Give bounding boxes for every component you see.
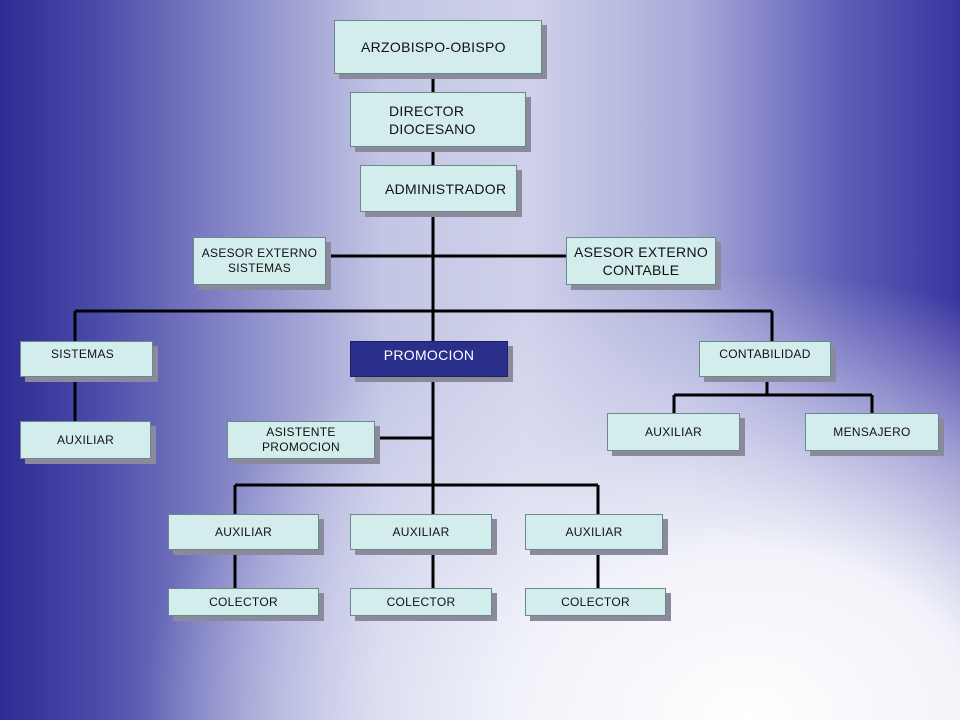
node-mensajero: MENSAJERO — [805, 413, 939, 451]
node-promocion: PROMOCION — [350, 341, 508, 377]
node-label: COLECTOR — [386, 594, 456, 609]
node-label: AUXILIAR — [644, 424, 703, 439]
node-auxiliar-contabilidad: AUXILIAR — [607, 413, 740, 451]
node-colector-2: COLECTOR — [350, 588, 492, 616]
node-auxiliar-sistemas: AUXILIAR — [20, 421, 151, 459]
node-asistente-promocion: ASISTENTE PROMOCION — [227, 421, 375, 459]
node-label-line-2: PROMOCION — [261, 440, 341, 454]
node-colector-3: COLECTOR — [525, 588, 666, 616]
node-label-line-1: ASESOR EXTERNO — [201, 246, 318, 260]
node-asesor-externo-contable: ASESOR EXTERNO CONTABLE — [566, 237, 716, 285]
node-contabilidad: CONTABILIDAD — [699, 341, 831, 377]
node-label-line-1: DIRECTOR — [389, 102, 465, 119]
node-administrador: ADMINISTRADOR — [360, 165, 517, 212]
node-colector-1: COLECTOR — [168, 588, 319, 616]
node-label: AUXILIAR — [214, 524, 273, 539]
node-auxiliar-promocion-3: AUXILIAR — [525, 514, 663, 550]
node-label: AUXILIAR — [392, 524, 450, 539]
node-label: MENSAJERO — [833, 424, 911, 439]
node-label: COLECTOR — [561, 594, 630, 609]
node-auxiliar-promocion-1: AUXILIAR — [168, 514, 319, 550]
node-label: AUXILIAR — [56, 432, 115, 447]
node-label: CONTABILIDAD — [719, 347, 811, 361]
node-label: COLECTOR — [209, 594, 278, 609]
node-label-line-2: CONTABLE — [602, 262, 680, 278]
node-label-line-1: ASISTENTE — [266, 425, 336, 439]
node-label: SISTEMAS — [51, 347, 115, 361]
node-label: AUXILIAR — [565, 524, 623, 539]
node-arzobispo-obispo: ARZOBISPO-OBISPO — [334, 20, 542, 74]
node-asesor-externo-sistemas: ASESOR EXTERNO SISTEMAS — [193, 237, 326, 285]
node-label: ADMINISTRADOR — [385, 180, 507, 197]
node-label: ARZOBISPO-OBISPO — [361, 39, 506, 55]
node-sistemas: SISTEMAS — [20, 341, 153, 377]
node-director-diocesano: DIRECTOR DIOCESANO — [350, 92, 526, 147]
node-label-line-2: SISTEMAS — [227, 261, 292, 275]
node-auxiliar-promocion-2: AUXILIAR — [350, 514, 492, 550]
node-label: PROMOCION — [383, 347, 475, 363]
node-label-line-1: ASESOR EXTERNO — [573, 244, 709, 260]
node-label-line-2: DIOCESANO — [389, 120, 476, 137]
